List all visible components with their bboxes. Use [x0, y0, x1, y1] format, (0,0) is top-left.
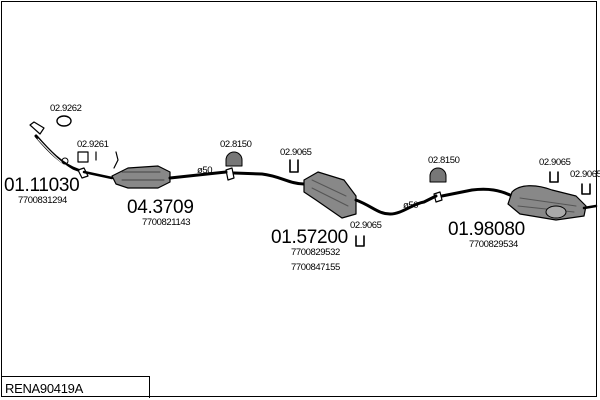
diagram-code-box: RENA90419A	[1, 376, 150, 398]
intermediate-pipe-drawing	[225, 167, 306, 186]
front-pipe-number: 01.11030	[4, 175, 80, 196]
clamp-rear-1-label: 02.9065	[539, 157, 571, 168]
catalyst-ref: 7700821143	[142, 217, 191, 228]
middle-silencer-drawing	[303, 171, 443, 219]
catalyst-number: 04.3709	[127, 197, 194, 218]
front-pipe-ref: 7700831294	[18, 195, 67, 206]
accessory-symbols	[56, 115, 591, 247]
clamp-front-label: 02.9065	[280, 147, 312, 158]
clamp-middle-label: 02.9065	[350, 220, 382, 231]
hanger-rear-label: 02.8150	[428, 155, 460, 166]
diameter-front-label: ø50	[197, 165, 213, 176]
rear-silencer-number: 01.98080	[448, 219, 525, 240]
hanger-front-label: 02.8150	[220, 139, 252, 150]
diagram-code: RENA90419A	[5, 381, 83, 396]
clamp-rear-2-label: 02.9065	[570, 169, 600, 180]
middle-silencer-ref-2: 7700847155	[291, 262, 340, 273]
front-pipe-drawing	[29, 121, 114, 180]
rear-silencer-ref: 7700829534	[469, 239, 518, 250]
rear-silencer-drawing	[440, 185, 598, 221]
diameter-rear-label: ø50	[403, 200, 419, 211]
catalyst-drawing	[111, 151, 228, 189]
middle-silencer-number: 01.57200	[271, 227, 348, 248]
flange-gasket-label: 02.9261	[77, 139, 109, 150]
gasket-label: 02.9262	[50, 103, 82, 114]
middle-silencer-ref-1: 7700829532	[291, 247, 340, 258]
